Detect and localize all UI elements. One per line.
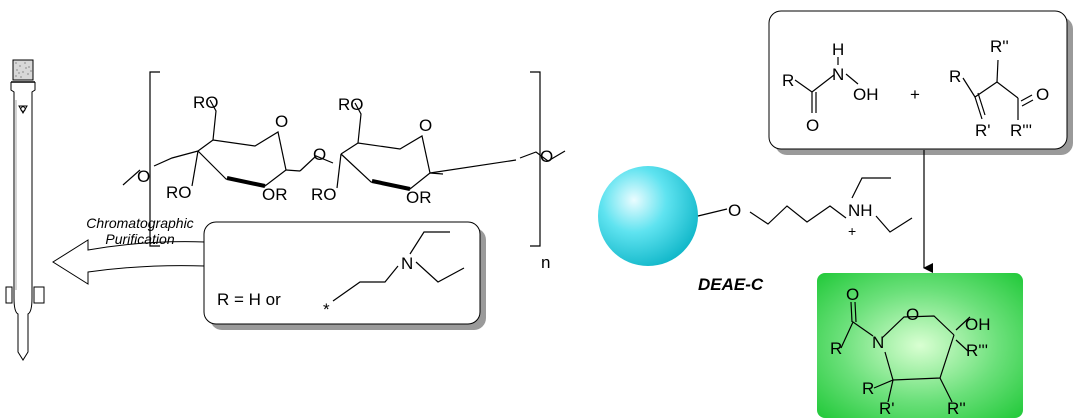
cellulose-subscript-n: n <box>541 253 550 272</box>
reactant-oh: OH <box>853 85 879 104</box>
product-box <box>817 273 1023 418</box>
reactant-r-prime: R' <box>975 121 991 140</box>
deae-o-atom: O <box>728 201 741 220</box>
deae-nh-atom: NH <box>848 201 873 220</box>
r-definition-star: * <box>323 300 330 319</box>
product-n: N <box>872 333 884 352</box>
cellulose-or-bottom-left: OR <box>262 185 288 204</box>
cellulose-ro-bottom-left: RO <box>166 183 192 202</box>
cellulose-ro-top-right: RO <box>338 95 364 114</box>
reactant-o: O <box>806 116 819 135</box>
cellulose-bonds <box>122 71 566 247</box>
reactant-h: H <box>832 40 844 59</box>
r-definition-box: R = H or * N <box>203 221 486 330</box>
cellulose-o-right-end: O <box>540 147 553 166</box>
product-r-left: R <box>862 379 874 398</box>
purification-arrow-icon <box>52 239 206 285</box>
reactant-r2: R <box>949 67 961 86</box>
product-r: R <box>830 339 842 358</box>
reactants-bonds <box>794 57 1034 120</box>
reactant-r-triple-prime: R''' <box>1010 121 1032 140</box>
product-oh: OH <box>965 315 991 334</box>
r-definition-text: R = H or <box>217 290 281 309</box>
reactant-r-double-prime: R'' <box>990 37 1009 56</box>
product-o-ring: O <box>906 305 919 324</box>
reactant-plus: + <box>910 85 920 104</box>
product-r-double-prime: R'' <box>947 399 966 418</box>
deae-c-name: DEAE-C <box>698 275 764 294</box>
chromatography-column-icon <box>5 59 45 361</box>
r-definition-n-atom: N <box>401 254 413 273</box>
cellulose-ring-o-right: O <box>419 116 432 135</box>
cellulose-ring-o-left: O <box>275 112 288 131</box>
cellulose-o-bridge: O <box>313 145 326 164</box>
product-r-triple-prime: R''' <box>966 341 988 360</box>
reactants-box <box>768 10 1073 155</box>
deae-cellulose-bead <box>598 166 698 266</box>
cellulose-ro-bottom-right: RO <box>311 185 337 204</box>
reactant-n: N <box>832 65 844 84</box>
reactant-r: R <box>782 71 794 90</box>
reactant-o2: O <box>1036 85 1049 104</box>
cellulose-or-bottom-right: OR <box>406 188 432 207</box>
deae-plus-charge: + <box>848 223 856 239</box>
deae-linker-bonds <box>697 177 913 233</box>
diethylaminoethyl-bonds <box>332 231 465 302</box>
column-frit-dots <box>15 62 32 78</box>
column-caption-line2: Purification <box>105 231 174 247</box>
column-caption-line1: Chromatographic <box>86 215 193 231</box>
product-bonds <box>840 301 971 403</box>
product-o-top: O <box>846 285 859 304</box>
cellulose-o-left-end: O <box>137 167 150 186</box>
cellulose-ro-top-left: RO <box>193 93 219 112</box>
product-r-prime: R' <box>879 399 895 418</box>
